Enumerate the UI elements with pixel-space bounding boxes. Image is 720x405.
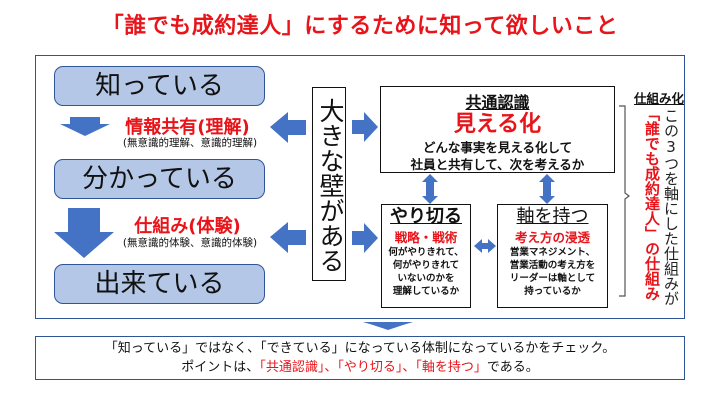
- down-arrow-icon: [363, 322, 413, 330]
- follow-through-box: やり切る 戦略・戦術 何がやりきれて、 何がやりきれて いないのかを 理解してい…: [381, 204, 471, 308]
- bracket-icon: [619, 105, 630, 297]
- have-axis-desc-1: 営業マネジメント、: [509, 247, 596, 258]
- right-arrow-icon: [352, 223, 378, 253]
- systemization-black-vertical: この3つを軸にした仕組みが: [662, 108, 680, 306]
- summary-line-1: 「知っている」ではなく、「できている」になっている体制になっているかをチェック。: [104, 341, 616, 356]
- have-axis-box: 軸を持つ 考え方の浸透 営業マネジメント、 営業活動の考え方を リーダーは軸とし…: [497, 204, 608, 308]
- follow-through-desc-1: 何がやりきれて、: [388, 247, 464, 258]
- follow-through-desc-3: いないのかを: [397, 273, 455, 284]
- transition-sub-mechanism: (無意識的体験、意識的体験): [122, 237, 258, 249]
- systemization-heading: 仕組み化: [634, 91, 685, 106]
- follow-through-keyword: 戦略・戦術: [394, 230, 458, 245]
- main-diagram-frame: [35, 55, 685, 319]
- have-axis-keyword: 考え方の浸透: [514, 230, 590, 245]
- left-arrow-icon: [270, 112, 306, 143]
- down-arrow-icon: [54, 208, 114, 258]
- common-recognition-keyword: 見える化: [453, 112, 542, 137]
- follow-through-desc-2: 何がやりきれて: [392, 260, 460, 271]
- stage-knowing: 知っている: [54, 66, 265, 106]
- common-recognition-heading: 共通認識: [465, 93, 530, 112]
- summary-line-2-highlight: 「共通認識」、「やり切る」、「軸を持つ」: [259, 360, 487, 375]
- systemization-red-vertical: 「誰でも成約達人」の仕組み: [643, 106, 661, 301]
- summary-box: 「知っている」ではなく、「できている」になっている体制になっているかをチェック。…: [35, 336, 685, 380]
- right-arrow-icon: [352, 112, 378, 142]
- summary-line-2-suffix: である。: [486, 360, 539, 375]
- transition-label-info-sharing: 情報共有(理解): [125, 117, 250, 138]
- double-arrow-icon: [474, 239, 496, 253]
- stage-doing: 出来ている: [54, 264, 265, 304]
- stage-understanding: 分かっている: [54, 159, 265, 199]
- big-wall-label: 大きな壁がある: [312, 87, 346, 281]
- have-axis-desc-3: リーダーは軸として: [509, 273, 596, 284]
- summary-line-2-prefix: ポイントは、: [181, 360, 260, 375]
- follow-through-desc-4: 理解しているか: [392, 286, 460, 297]
- common-recognition-box: 共通認識 見える化 どんな事実を見える化して 社員と共有して、次を考えるか: [380, 86, 615, 173]
- common-recognition-desc-1: どんな事実を見える化して: [422, 140, 573, 155]
- have-axis-desc-2: 営業活動の考え方を: [509, 260, 596, 271]
- down-arrow-icon: [60, 117, 110, 136]
- have-axis-heading: 軸を持つ: [516, 206, 589, 227]
- transition-sub-info-sharing: (無意識的理解、意識的理解): [122, 137, 258, 149]
- double-arrow-icon: [422, 174, 438, 204]
- double-arrow-icon: [539, 174, 555, 204]
- summary-line-2: ポイントは、「共通認識」、「やり切る」、「軸を持つ」である。: [36, 358, 684, 377]
- left-arrow-icon: [270, 222, 306, 253]
- transition-label-mechanism: 仕組み(体験): [134, 216, 241, 237]
- page-title: 「誰でも成約達人」にするために知って欲しいこと: [101, 14, 619, 39]
- common-recognition-desc-2: 社員と共有して、次を考えるか: [410, 157, 585, 172]
- have-axis-desc-4: 持っているか: [524, 286, 581, 297]
- follow-through-heading: やり切る: [390, 206, 462, 227]
